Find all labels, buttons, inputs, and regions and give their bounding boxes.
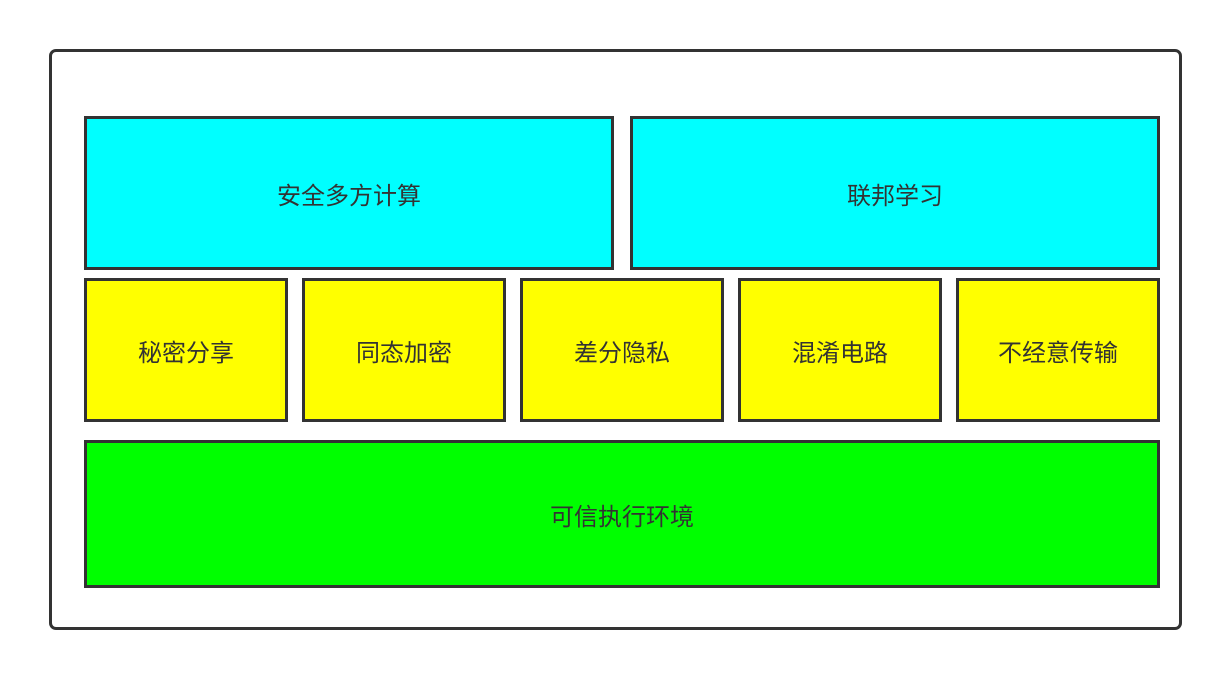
box-label: 安全多方计算: [277, 181, 421, 210]
box-label: 可信执行环境: [550, 502, 694, 531]
box-label: 差分隐私: [574, 338, 670, 367]
box-secure-mpc: 安全多方计算: [84, 116, 614, 270]
box-oblivious-transfer: 不经意传输: [956, 278, 1160, 422]
box-garbled-circuits: 混淆电路: [738, 278, 942, 422]
box-secret-sharing: 秘密分享: [84, 278, 288, 422]
box-homomorphic-encryption: 同态加密: [302, 278, 506, 422]
diagram-frame: [49, 49, 1182, 630]
box-label: 同态加密: [356, 338, 452, 367]
box-federated-learning: 联邦学习: [630, 116, 1160, 270]
box-label: 联邦学习: [847, 181, 943, 210]
box-label: 混淆电路: [792, 338, 888, 367]
box-label: 秘密分享: [138, 338, 234, 367]
box-label: 不经意传输: [998, 338, 1118, 367]
box-differential-privacy: 差分隐私: [520, 278, 724, 422]
box-trusted-execution-environment: 可信执行环境: [84, 440, 1160, 588]
